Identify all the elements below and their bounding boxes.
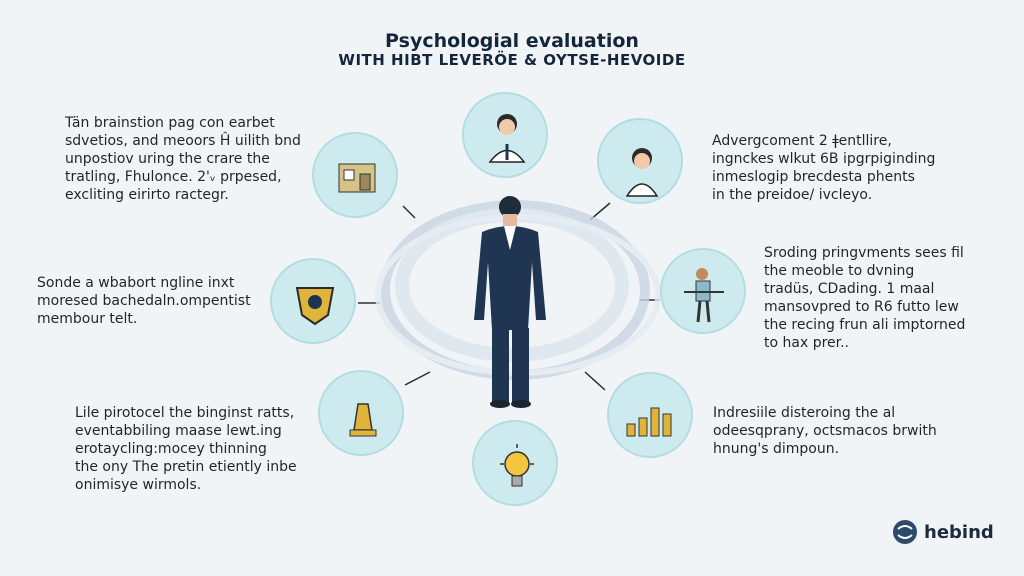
businessman-figure <box>474 196 546 408</box>
lightbulb-icon <box>500 444 534 487</box>
text-block-bottom-left: Lile pirotocel the binginst ratts, event… <box>75 405 297 493</box>
node-coins <box>607 372 693 458</box>
brand-logo: hebind <box>892 519 994 545</box>
node-professional <box>462 92 548 178</box>
bell-icon <box>349 403 377 437</box>
shield-icon <box>295 287 335 326</box>
machine-icon <box>338 163 376 193</box>
coins-icon <box>626 407 672 437</box>
node-idea <box>472 420 558 506</box>
logo-text: hebind <box>924 521 994 543</box>
text-block-top-left: Tän brainstion pag con earbet sdvetios, … <box>65 115 301 203</box>
node-bell <box>318 370 404 456</box>
logo-globe-icon <box>893 520 917 544</box>
page-subtitle: WITH HIBT LEVERÖE & OYTSE-HEVOIDE <box>338 51 686 69</box>
text-block-mid-right: Sroding pringvments sees fil the meoble … <box>764 245 966 351</box>
person-icon <box>488 114 526 163</box>
page-title: Psychologial evaluation <box>385 30 639 52</box>
person-icon <box>625 148 659 197</box>
text-block-top-right: Advergcoment 2 ǂentllire, ingnckes wlkut… <box>712 133 936 203</box>
node-machine <box>312 132 398 218</box>
text-block-bottom-right: Indresiile disteroing the al odeesqprany… <box>713 405 937 457</box>
figure-icon <box>684 268 724 323</box>
text-block-mid-left: Sonde a wbabort ngline inxt moresed bach… <box>37 275 251 327</box>
node-emblem <box>270 258 356 344</box>
node-trader <box>660 248 746 334</box>
node-person <box>597 118 683 204</box>
